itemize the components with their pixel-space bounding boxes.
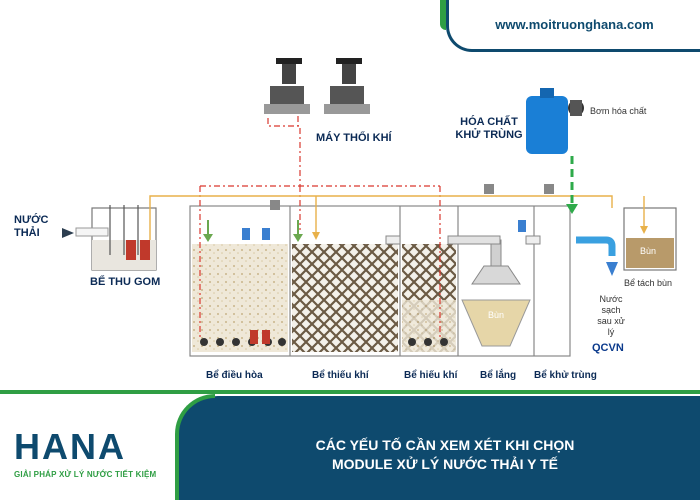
chemical-pump-icon — [568, 100, 584, 116]
footer: HANA GIẢI PHÁP XỬ LÝ NƯỚC TIẾT KIỆM CÁC … — [0, 390, 700, 500]
hana-slogan: GIẢI PHÁP XỬ LÝ NƯỚC TIẾT KIỆM — [14, 470, 157, 479]
footer-title-panel — [178, 396, 700, 500]
be-tach-bun-tank — [623, 207, 677, 271]
url-banner: www.moitruonghana.com — [446, 0, 700, 52]
bun-tach-label: Bùn — [640, 246, 657, 256]
blower-icon — [264, 58, 370, 114]
title-line-1: CÁC YẾU TỐ CẦN XEM XÉT KHI CHỌN — [315, 437, 575, 453]
air-lines — [199, 116, 441, 338]
be-thu-gom-tank — [91, 205, 157, 271]
be-khu-trung-label: Bể khử trùng — [534, 370, 597, 381]
qcvn-label: QCVN — [592, 342, 624, 354]
be-dieu-hoa-label: Bể điều hòa — [206, 370, 263, 381]
nuoc-thai-label: NƯỚC THẢI — [14, 214, 49, 239]
be-khu-trung-tank — [536, 236, 618, 352]
be-lang-tank — [447, 235, 531, 347]
hana-logo[interactable]: HANA — [14, 426, 126, 467]
valve-icon — [242, 184, 554, 245]
header-accent — [440, 0, 446, 30]
process-diagram — [62, 58, 677, 357]
be-thieu-khi-label: Bể thiếu khí — [312, 370, 369, 381]
be-hieu-khi-tank — [402, 244, 456, 352]
be-hieu-khi-label: Bể hiếu khí — [404, 370, 458, 381]
be-thieu-khi-media — [292, 244, 398, 352]
inlet-pipe — [62, 227, 109, 238]
green-arrows — [203, 220, 303, 242]
footer-accent-line — [0, 390, 700, 394]
bun-lang-label: Bùn — [488, 310, 505, 320]
bom-hoa-chat-label: Bơm hóa chất — [590, 106, 647, 116]
hoa-chat-label: HÓA CHẤT KHỬ TRÙNG — [455, 116, 523, 141]
be-tach-bun-label: Bể tách bùn — [624, 278, 673, 288]
water-lines — [149, 195, 645, 240]
be-lang-label: Bể lắng — [480, 370, 517, 381]
website-url[interactable]: www.moitruonghana.com — [495, 17, 654, 32]
page-title: CÁC YẾU TỐ CẦN XEM XÉT KHI CHỌN MODULE X… — [210, 436, 680, 474]
may-thoi-khi-label: MÁY THỔI KHÍ — [316, 132, 392, 144]
chemical-tank-icon — [526, 88, 568, 154]
nuoc-sach-label: Nước sạch sau xử lý — [597, 294, 625, 337]
be-dieu-hoa-tank — [192, 244, 288, 352]
main-tank-outline — [189, 205, 571, 357]
title-line-2: MODULE XỬ LÝ NƯỚC THẢI Y TẾ — [331, 456, 558, 472]
be-thu-gom-label: BỂ THU GOM — [90, 276, 161, 288]
